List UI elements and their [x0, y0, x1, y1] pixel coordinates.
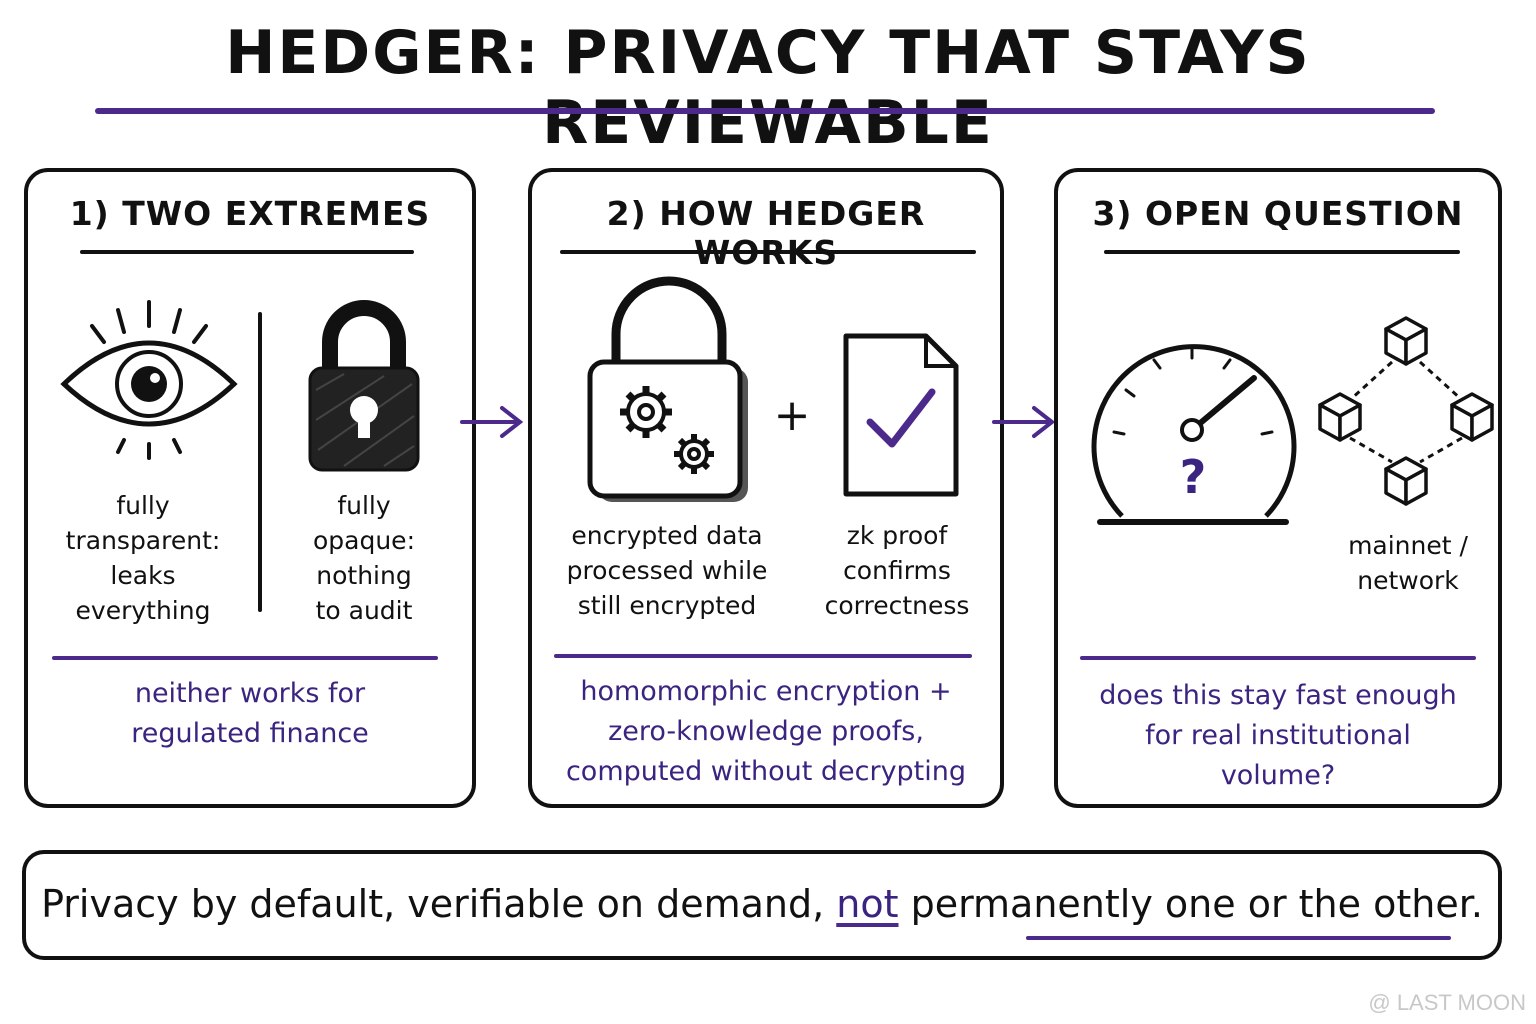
panel-open-question: 3) OPEN QUESTION ?: [1054, 168, 1502, 808]
transparent-label: fully transparent: leaks everything: [65, 491, 221, 625]
speedometer-icon: [1091, 344, 1297, 525]
opaque-label: fully opaque: nothing to audit: [312, 491, 415, 625]
caption-divider: [554, 654, 972, 658]
watermark: @ LAST MOON: [1368, 990, 1526, 1015]
summary-statement: Privacy by default, verifiable on demand…: [26, 882, 1498, 926]
page-title: HEDGER: PRIVACY THAT STAYS REVIEWABLE: [225, 18, 1311, 158]
panel-caption: homomorphic encryption + zero-knowledge …: [565, 676, 967, 787]
arrow-right-icon: [992, 406, 1056, 438]
heading-underline: [560, 250, 976, 254]
summary-text-before: Privacy by default, verifiable on demand…: [41, 882, 837, 926]
caption-divider: [1080, 656, 1476, 660]
eye-icon: [60, 300, 238, 460]
gear-padlock-icon: [587, 276, 748, 502]
checked-document-icon: [843, 333, 959, 497]
heading-underline: [80, 250, 414, 254]
caption-divider: [52, 656, 438, 660]
network-cubes-icon: [1318, 316, 1494, 506]
zk-proof-label: zk proof confirms correctness: [824, 521, 970, 620]
heading-underline: [1104, 250, 1460, 254]
plus-operator: +: [773, 390, 811, 441]
panel-heading: 3) OPEN QUESTION: [1092, 194, 1464, 233]
title-underline: [95, 108, 1435, 114]
summary-box: Privacy by default, verifiable on demand…: [22, 850, 1502, 960]
summary-emphasis: not: [836, 882, 899, 926]
panel-heading: 2) HOW HEDGER WORKS: [606, 194, 926, 272]
mainnet-label: mainnet / network: [1348, 531, 1468, 595]
gauge-question-mark: ?: [1179, 450, 1207, 504]
padlock-icon: [308, 300, 420, 472]
summary-text-after: permanently one or the other.: [898, 882, 1483, 926]
panel-caption: does this stay fast enough for real inst…: [1099, 680, 1457, 791]
panel-how-hedger-works: 2) HOW HEDGER WORKS +: [528, 168, 1004, 808]
arrow-right-icon: [460, 406, 524, 438]
panel-caption: neither works for regulated finance: [131, 678, 369, 749]
panel-two-extremes: 1) TWO EXTREMES fully transparent:: [24, 168, 476, 808]
encrypted-data-label: encrypted data processed while still enc…: [566, 521, 768, 620]
summary-underline: [1026, 936, 1451, 940]
extremes-divider: [258, 312, 262, 612]
panel-heading: 1) TWO EXTREMES: [69, 194, 431, 233]
